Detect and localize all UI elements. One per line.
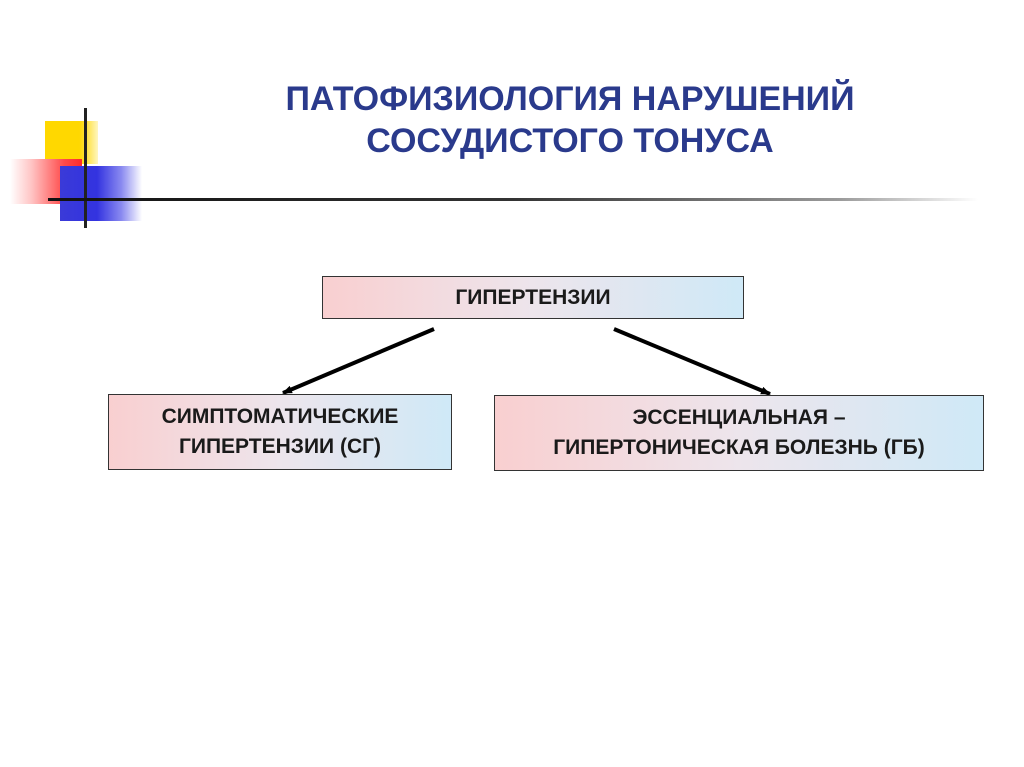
decor-yellow-square xyxy=(45,121,98,164)
hypertension-box: ГИПЕРТЕНЗИИ xyxy=(322,276,744,319)
slide-title-line-2: СОСУДИСТОГО ТОНУСА xyxy=(366,122,774,160)
title-underline xyxy=(48,198,978,201)
slide-title: ПАТОФИЗИОЛОГИЯ НАРУШЕНИЙ СОСУДИСТОГО ТОН… xyxy=(160,78,980,162)
essential-label-line-1: ЭССЕНЦИАЛЬНАЯ – xyxy=(632,406,846,429)
decor-blue-square xyxy=(60,166,142,221)
arrow-to-left-box xyxy=(282,327,435,395)
essential-label-line-2: ГИПЕРТОНИЧЕСКАЯ БОЛЕЗНЬ (ГБ) xyxy=(553,436,925,459)
hypertension-label: ГИПЕРТЕНЗИИ xyxy=(455,285,611,309)
symptomatic-label-line-1: СИМПТОМАТИЧЕСКИЕ xyxy=(161,405,399,428)
arrow-to-right-box xyxy=(613,327,771,396)
decor-vertical-line xyxy=(84,108,87,228)
symptomatic-label-line-2: ГИПЕРТЕНЗИИ (СГ) xyxy=(178,435,382,458)
symptomatic-hypertension-box: СИМПТОМАТИЧЕСКИЕ ГИПЕРТЕНЗИИ (СГ) xyxy=(108,394,452,470)
essential-hypertension-box: ЭССЕНЦИАЛЬНАЯ – ГИПЕРТОНИЧЕСКАЯ БОЛЕЗНЬ … xyxy=(494,395,984,471)
slide-title-line-1: ПАТОФИЗИОЛОГИЯ НАРУШЕНИЙ xyxy=(285,80,855,118)
